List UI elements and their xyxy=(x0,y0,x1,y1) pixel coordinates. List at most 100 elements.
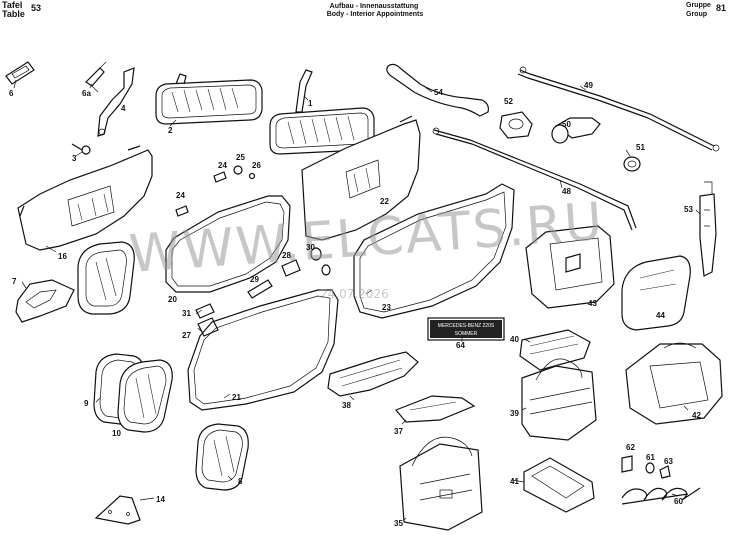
part-label-39: 39 xyxy=(510,409,519,418)
part-4-bracket[interactable] xyxy=(97,67,135,137)
part-1-mirror[interactable] xyxy=(269,69,375,155)
part-49-rod[interactable] xyxy=(517,66,720,152)
part-26-screw[interactable] xyxy=(248,172,256,180)
part-label-37: 37 xyxy=(394,427,403,436)
part-6a-hinge[interactable] xyxy=(85,61,107,93)
part-14-trim[interactable] xyxy=(94,495,141,525)
part-51-ring[interactable] xyxy=(623,156,641,172)
part-30-knob[interactable] xyxy=(310,247,331,276)
part-31-clip[interactable] xyxy=(195,303,215,319)
part-label-7: 7 xyxy=(12,277,17,286)
part-label-1: 1 xyxy=(308,99,313,108)
part-label-25: 25 xyxy=(236,153,245,162)
part-24-clip[interactable] xyxy=(213,171,227,183)
part-62-clip[interactable] xyxy=(621,455,633,473)
part-label-24: 24 xyxy=(218,161,227,170)
part-35-bag[interactable] xyxy=(399,436,483,531)
part-label-64: 64 xyxy=(456,341,465,350)
part-label-48: 48 xyxy=(562,187,571,196)
part-25-screw[interactable] xyxy=(233,165,243,175)
part-63-clip[interactable] xyxy=(659,465,671,479)
part-39-bag[interactable] xyxy=(521,358,597,441)
part-64-plate[interactable]: MERCEDES-BENZ 220S SOMMER xyxy=(427,317,505,341)
part-label-21: 21 xyxy=(232,393,241,402)
part-label-63: 63 xyxy=(664,457,673,466)
part-label-60: 60 xyxy=(674,497,683,506)
part-61-ring[interactable] xyxy=(645,462,655,474)
part-label-14: 14 xyxy=(156,495,165,504)
tafel-number: 53 xyxy=(31,3,42,13)
part-label-28: 28 xyxy=(282,251,291,260)
part-3-screw[interactable] xyxy=(71,143,91,155)
part-54-grab-handle[interactable] xyxy=(386,63,489,117)
part-40-pocket[interactable] xyxy=(519,329,591,371)
part-50-knob[interactable] xyxy=(551,117,601,144)
title-en: Body - Interior Appointments xyxy=(326,11,424,18)
part-label-54: 54 xyxy=(434,88,443,97)
part-44-cover[interactable] xyxy=(621,255,691,331)
part-21-visor-frame[interactable] xyxy=(187,289,339,411)
part-label-8: 8 xyxy=(238,477,243,486)
part-label-20: 20 xyxy=(168,295,177,304)
part-label-3: 3 xyxy=(72,154,77,163)
part-label-44: 44 xyxy=(656,311,665,320)
part-20-visor-frame[interactable] xyxy=(165,195,291,293)
part-label-26: 26 xyxy=(252,161,261,170)
part-label-51: 51 xyxy=(636,143,645,152)
part-label-50: 50 xyxy=(562,120,571,129)
part-29-bolt[interactable] xyxy=(247,279,273,299)
part-label-61: 61 xyxy=(646,453,655,462)
part-60-emblem[interactable] xyxy=(621,487,701,505)
part-10-mirror-glass[interactable] xyxy=(117,359,173,433)
group-number: 81 xyxy=(716,3,727,13)
part-16-sun-visor[interactable] xyxy=(17,145,153,251)
part-label-41: 41 xyxy=(510,477,519,486)
part-22-sun-visor[interactable] xyxy=(301,115,421,241)
gruppe-label: Gruppe xyxy=(686,2,711,9)
part-37-lid[interactable] xyxy=(395,395,476,423)
part-8-mirror[interactable] xyxy=(195,423,249,491)
part-label-27: 27 xyxy=(182,331,191,340)
part-label-29: 29 xyxy=(250,275,259,284)
plate-line-2: SOMMER xyxy=(455,331,478,337)
part-24-clip-b[interactable] xyxy=(175,205,189,217)
part-label-10: 10 xyxy=(112,429,121,438)
part-7-mirror-arm[interactable] xyxy=(15,279,75,323)
part-48-rod[interactable] xyxy=(432,127,637,231)
part-label-30: 30 xyxy=(306,243,315,252)
part-label-40: 40 xyxy=(510,335,519,344)
part-label-35: 35 xyxy=(394,519,403,528)
plate-line-1: MERCEDES-BENZ 220S xyxy=(438,323,495,329)
part-38-pad[interactable] xyxy=(327,351,419,397)
part-label-4: 4 xyxy=(121,104,126,113)
group-label: Group xyxy=(686,11,707,18)
part-label-16: 16 xyxy=(58,252,67,261)
part-label-6: 6 xyxy=(9,89,14,98)
part-23-visor-frame[interactable] xyxy=(353,183,515,319)
part-label-9: 9 xyxy=(84,399,89,408)
part-label-38: 38 xyxy=(342,401,351,410)
part-41-tray[interactable] xyxy=(523,457,595,513)
part-label-2: 2 xyxy=(168,126,173,135)
watermark-date: 24.07.2026 xyxy=(320,287,389,301)
part-2-mirror[interactable] xyxy=(155,73,263,125)
part-label-53: 53 xyxy=(684,205,693,214)
part-52-grommet[interactable] xyxy=(499,111,533,139)
title-de: Aufbau - Innenausstattung xyxy=(329,3,419,10)
part-label-49: 49 xyxy=(584,81,593,90)
part-label-62: 62 xyxy=(626,443,635,452)
part-label-23: 23 xyxy=(382,303,391,312)
part-7-mirror-head[interactable] xyxy=(77,241,135,315)
table-label: Table xyxy=(2,9,25,19)
part-6-clip[interactable] xyxy=(5,61,35,85)
part-53-strap[interactable] xyxy=(699,181,717,277)
part-42-case[interactable] xyxy=(625,342,723,425)
part-28-bracket[interactable] xyxy=(281,259,301,277)
part-label-31: 31 xyxy=(182,309,191,318)
part-43-case[interactable] xyxy=(525,225,615,309)
part-label-42: 42 xyxy=(692,411,701,420)
part-label-43: 43 xyxy=(588,299,597,308)
part-label-6a: 6a xyxy=(82,89,91,98)
